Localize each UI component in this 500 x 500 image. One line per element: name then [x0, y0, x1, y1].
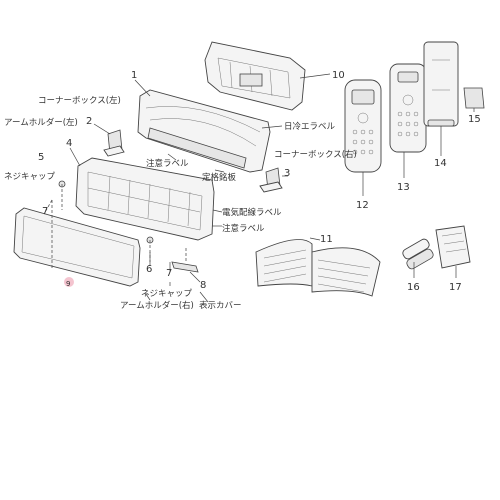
screw-caps — [58, 180, 154, 262]
part-number-2: 2 — [86, 116, 92, 127]
part-number-4: 4 — [66, 138, 72, 149]
batteries — [402, 238, 434, 278]
part-number-11: 11 — [320, 234, 333, 245]
label-arm-holder-left: アームホルダー(左) — [4, 117, 78, 128]
part-number-17: 17 — [449, 282, 462, 293]
instruction-manual — [435, 225, 471, 278]
remote-controller — [344, 79, 382, 196]
corner-box-right — [259, 167, 288, 193]
remote-controller-alt — [389, 63, 427, 178]
part-number-10: 10 — [332, 70, 345, 81]
part-number-8: 8 — [200, 280, 206, 291]
corner-box-left — [93, 123, 125, 157]
part-number-14: 14 — [434, 158, 447, 169]
part-number-13: 13 — [397, 182, 410, 193]
label-corner-box-left: コーナーボックス(左) — [38, 95, 121, 106]
label-caution-top: 注意ラベル — [146, 158, 189, 169]
remote-holder — [423, 41, 459, 156]
front-frame — [69, 147, 215, 241]
air-filters — [255, 239, 381, 297]
part-number-7-left: 7 — [42, 206, 48, 217]
label-arm-holder-right: アームホルダー(右) — [120, 300, 194, 311]
label-daily-cold: 日冷エラベル — [284, 121, 336, 132]
part-number-1: 1 — [131, 70, 137, 81]
part-number-7-bottom: 7 — [166, 268, 172, 279]
label-rating-plate: 定格銘板 — [202, 172, 237, 183]
label-display-cover: 表示カバー — [199, 300, 242, 311]
part-number-9: 9 — [66, 280, 70, 288]
small-plate — [463, 87, 485, 112]
display-cover — [171, 248, 199, 273]
label-screw-cap-bottom: ネジキャップ — [141, 289, 193, 299]
part-number-3: 3 — [284, 168, 290, 179]
front-panel — [13, 199, 141, 287]
label-wiring: 電気配線ラベル — [222, 207, 282, 218]
chassis — [134, 79, 271, 173]
label-corner-box-right: コーナーボックス(右) — [274, 149, 357, 160]
part-number-15: 15 — [468, 114, 481, 125]
mounting-plate — [204, 41, 331, 111]
leader-lines — [145, 125, 321, 303]
part-number-6: 6 — [146, 264, 152, 275]
label-caution-bottom: 注意ラベル — [222, 223, 265, 234]
part-number-5: 5 — [38, 152, 44, 163]
part-number-16: 16 — [407, 282, 420, 293]
panel-marker-icon — [64, 277, 74, 287]
label-screw-cap-left: ネジキャップ — [4, 172, 56, 182]
part-number-12: 12 — [356, 200, 369, 211]
